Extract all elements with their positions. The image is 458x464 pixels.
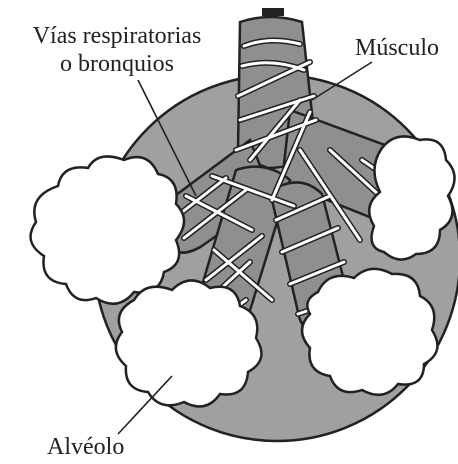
alveolus-label: Alvéolo bbox=[47, 433, 124, 461]
trachea-cap bbox=[262, 8, 284, 16]
airways-label-line1: Vías respiratorias bbox=[6, 22, 228, 50]
airways-label: Vías respiratorias o bronquios bbox=[6, 22, 228, 78]
muscle-label: Músculo bbox=[355, 34, 439, 62]
airways-label-line2: o bronquios bbox=[6, 50, 228, 78]
alveolus-left bbox=[31, 156, 184, 303]
